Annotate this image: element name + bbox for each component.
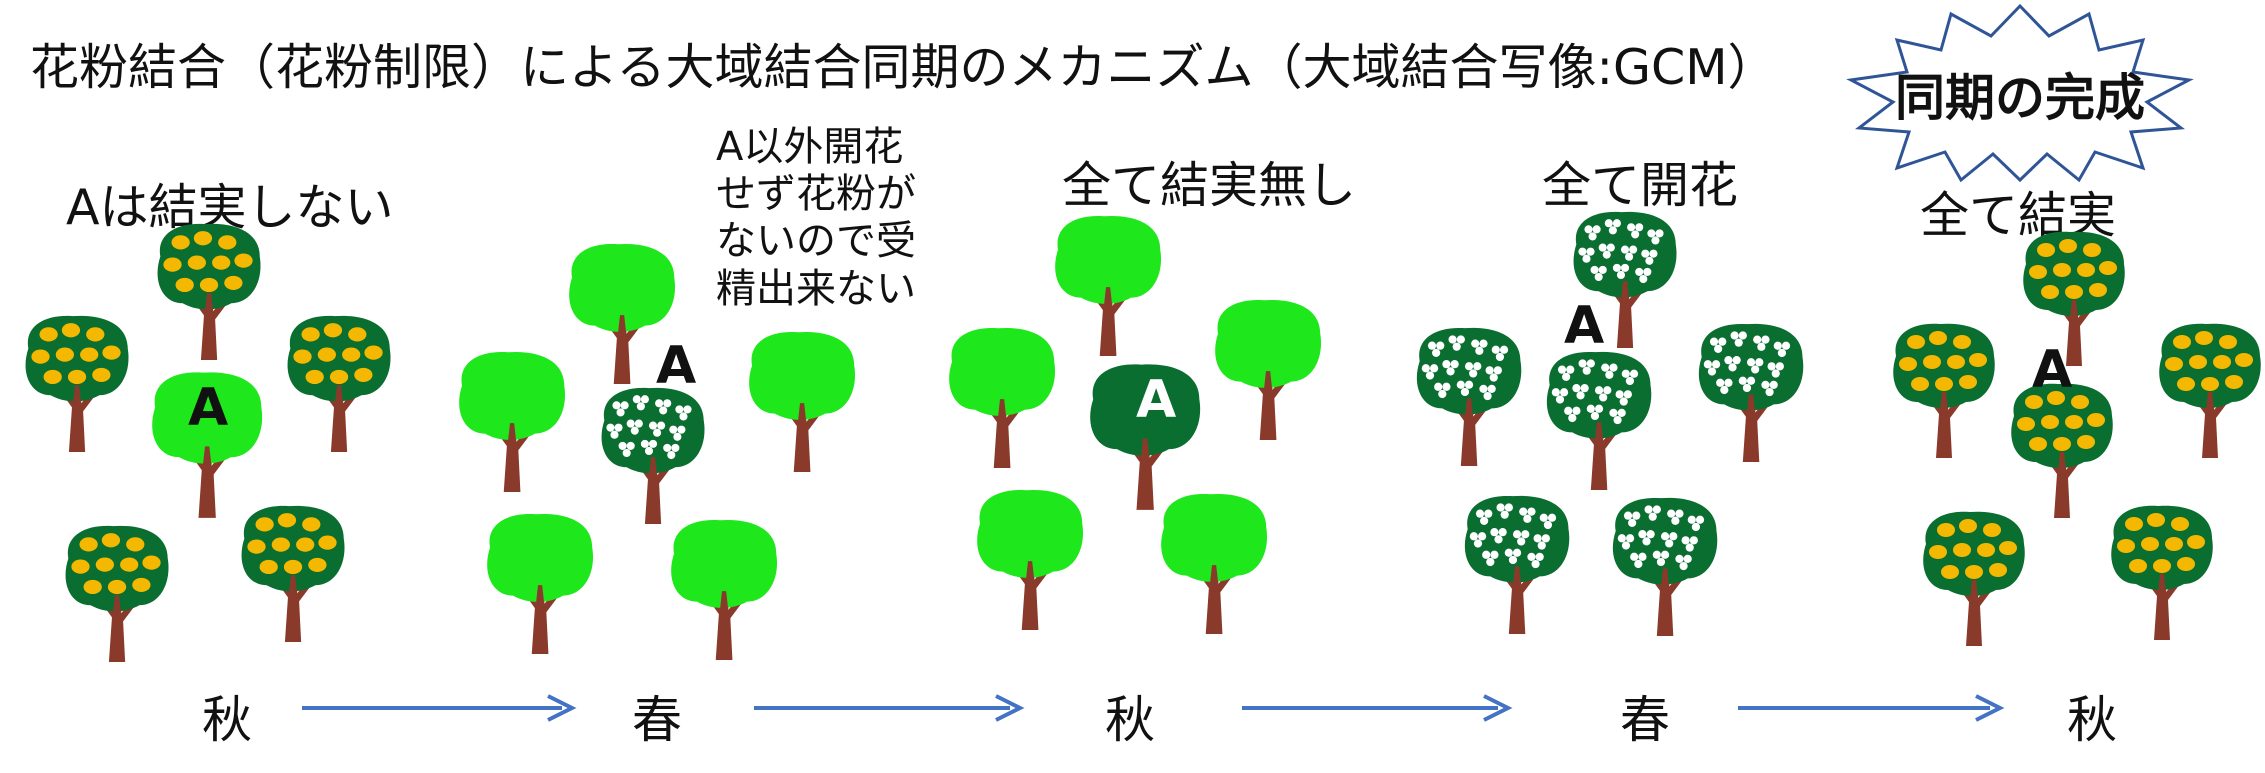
stage-3-tree-a-label: A: [1136, 370, 1177, 430]
badge-label: 同期の完成: [1895, 69, 2145, 127]
arrow-1: [302, 694, 577, 722]
stage-5-tree-right: [2159, 323, 2261, 458]
arrow-4: [1738, 694, 2005, 722]
stage-4-season: 春: [1620, 691, 1670, 749]
stage-5-tree-top: [2023, 231, 2125, 366]
stage-1-tree-right: [287, 315, 391, 452]
stage-3-tree-bottom-right: [1161, 493, 1268, 634]
stage-4-tree-a-label: A: [1564, 296, 1605, 356]
stage-2-tree-right: [749, 331, 856, 472]
starburst-shape: [1846, 3, 2194, 183]
stage-1-tree-a: [152, 372, 263, 518]
diagram-title: 花粉結合（花粉制限）による大域結合同期のメカニズム（大域結合写像:GCM）: [30, 39, 1777, 96]
stage-4-tree-right: [1698, 323, 1804, 462]
stage-3-tree-a: [1090, 364, 1201, 510]
stage-3-tree-top: [1055, 215, 1162, 356]
stage-2-tree-left: [459, 351, 566, 492]
stage-2-tree-bottom-right: [671, 519, 778, 660]
stage-4-tree-left: [1416, 327, 1522, 466]
stage-4-caption: 全て開花: [1542, 157, 1739, 214]
stage-2-tree-bottom-left: [487, 513, 594, 654]
stage-2-season: 春: [632, 691, 682, 749]
stage-3-tree-left: [949, 327, 1056, 468]
stage-2-tree-a: [601, 387, 705, 524]
stage-5-season: 秋: [2067, 691, 2117, 749]
stage-4-tree-a: [1546, 351, 1652, 490]
stage-3-tree-right: [1215, 299, 1322, 440]
stage-5-tree-bottom-right: [2111, 505, 2213, 640]
stage-2-tree-a-label: A: [656, 336, 697, 396]
stage-5-tree-a-label: A: [2032, 340, 2073, 400]
stage-1-tree-a-label: A: [188, 378, 229, 438]
stage-5-tree-left: [1893, 323, 1995, 458]
stage-3-caption: 全て結実無し: [1062, 157, 1357, 214]
stage-3-tree-bottom-left: [977, 489, 1084, 630]
arrow-3: [1242, 694, 1513, 722]
stage-4-tree-bottom-left: [1464, 495, 1570, 634]
stage-2-caption: A以外開花せず花粉がないので受精出来ない: [716, 124, 916, 312]
stage-3-season: 秋: [1105, 691, 1155, 749]
arrow-2: [754, 694, 1025, 722]
completion-badge: 同期の完成: [1843, 2, 2197, 184]
stage-1-tree-left: [25, 315, 129, 452]
stage-1-tree-bottom-right: [241, 505, 345, 642]
stage-4-tree-top: [1573, 211, 1677, 348]
stage-2-tree-top: [569, 243, 676, 384]
stage-1-tree-top: [157, 223, 261, 360]
stage-4-tree-bottom-right: [1612, 497, 1718, 636]
stage-5-tree-bottom-left: [1923, 511, 2025, 646]
stage-1-tree-bottom-left: [65, 525, 169, 662]
stage-1-season: 秋: [202, 691, 252, 749]
stage-5-tree-a: [2011, 383, 2113, 518]
